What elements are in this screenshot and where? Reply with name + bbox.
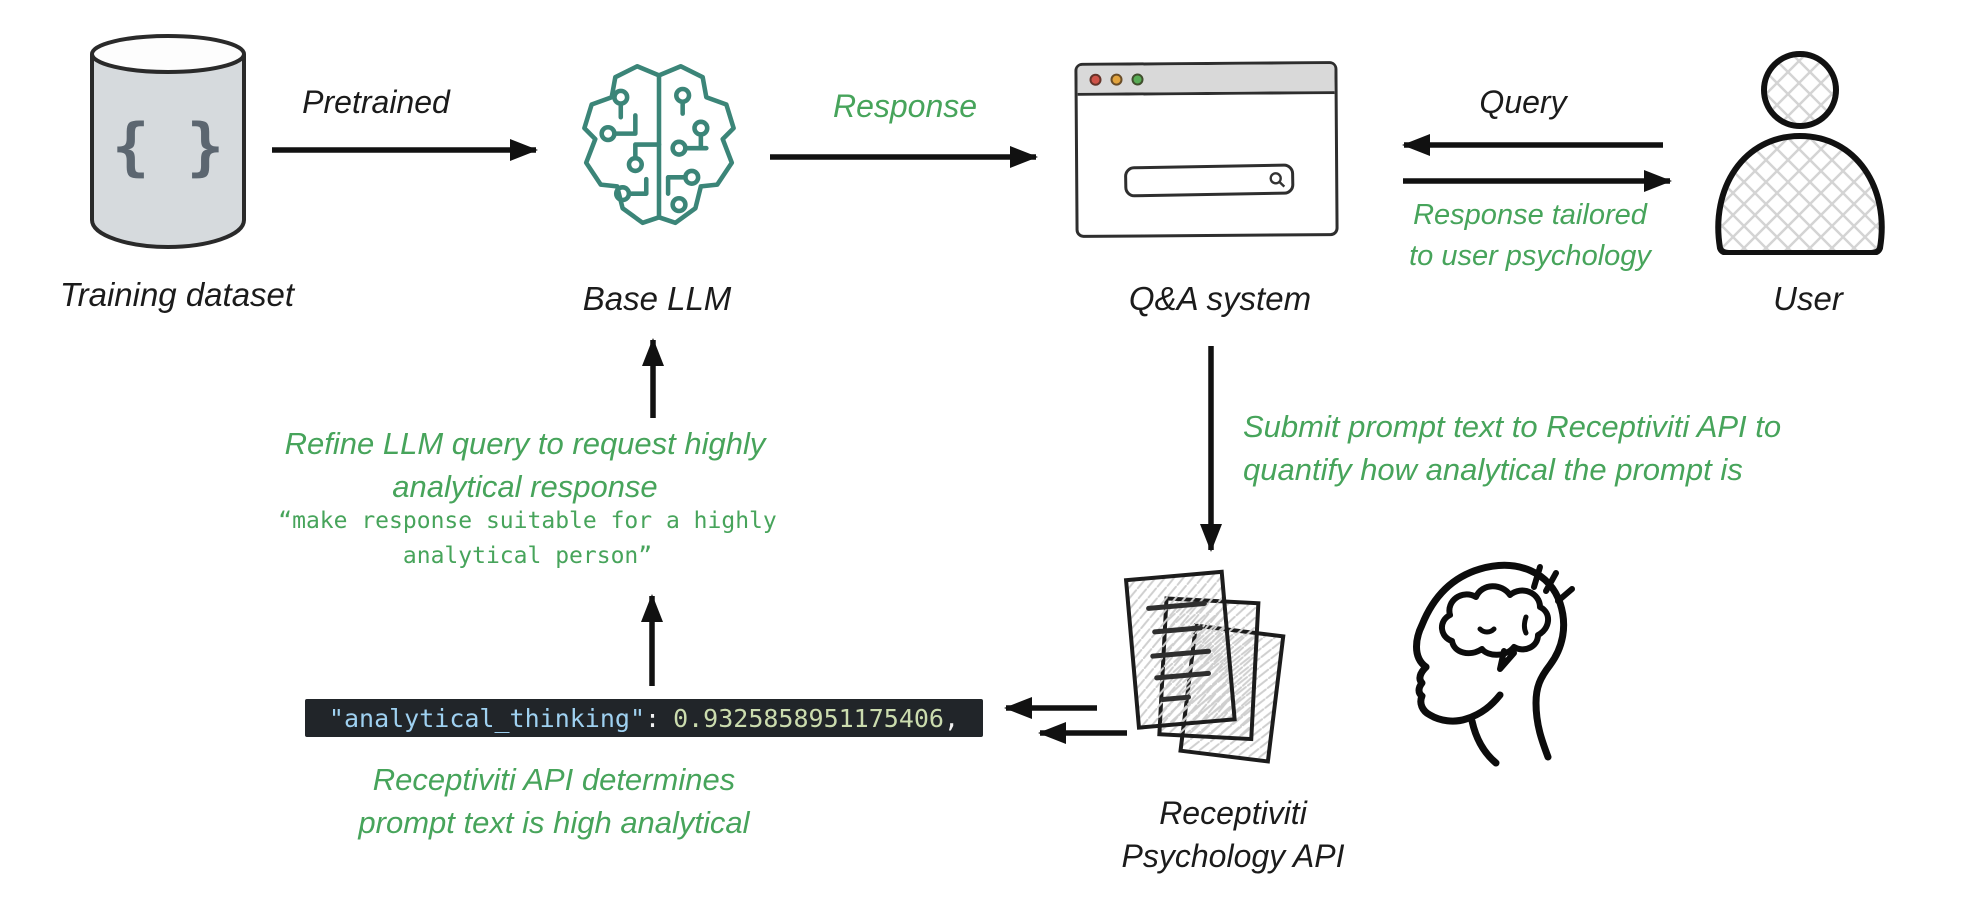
- receptiviti-label: Receptiviti Psychology API: [1121, 795, 1345, 875]
- determines-label: Receptiviti API determines prompt text i…: [358, 762, 750, 841]
- code-comma: ,: [944, 703, 960, 733]
- pretrained-label: Pretrained: [302, 84, 450, 120]
- refine-quote-label: “make response suitable for a highly ana…: [278, 508, 777, 569]
- refine-heading-label: Refine LLM query to request highly analy…: [284, 426, 766, 505]
- minimize-traffic-light-icon: [1110, 73, 1123, 86]
- close-traffic-light-icon: [1089, 73, 1102, 86]
- user-label: User: [1773, 280, 1843, 317]
- documents-stack-icon: [1123, 569, 1286, 764]
- code-value: 0.9325858951175406: [673, 703, 944, 733]
- query-label: Query: [1479, 84, 1567, 120]
- browser-titlebar: [1077, 64, 1335, 96]
- user-silhouette-icon: [1715, 51, 1885, 255]
- brain-circuit-icon: [582, 64, 736, 226]
- browser-window-icon: [1074, 61, 1339, 238]
- search-box: [1123, 163, 1295, 198]
- braces-glyph: { }: [112, 110, 224, 183]
- response-tailored-label: Response tailored to user psychology: [1409, 199, 1651, 272]
- training-dataset-label: Training dataset: [59, 276, 295, 313]
- response-label: Response: [832, 88, 978, 124]
- code-colon: :: [645, 703, 661, 733]
- code-snippet: "analytical_thinking":0.9325858951175406…: [305, 699, 983, 737]
- base-llm-label: Base LLM: [582, 280, 732, 317]
- head-brain-icon: [1413, 562, 1575, 767]
- magnifier-icon: [1269, 172, 1286, 188]
- code-key: "analytical_thinking": [328, 703, 645, 733]
- database-cylinder-icon: { }: [90, 34, 246, 250]
- zoom-traffic-light-icon: [1131, 72, 1144, 86]
- submit-prompt-label: Submit prompt text to Receptiviti API to…: [1243, 409, 1782, 488]
- qa-system-label: Q&A system: [1128, 280, 1312, 317]
